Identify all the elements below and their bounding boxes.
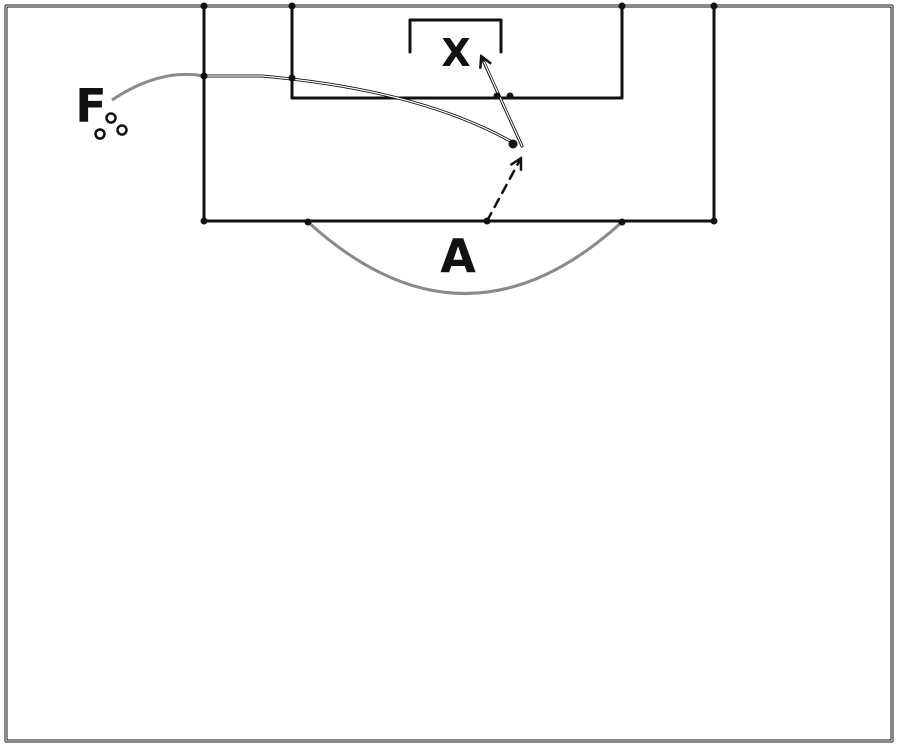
- junction-dot: [288, 2, 296, 10]
- junction-dot: [288, 74, 296, 82]
- junction-dot: [493, 92, 501, 100]
- penalty-arc: [306, 220, 624, 295]
- junction-dot: [483, 217, 491, 225]
- label-x: X: [441, 31, 470, 75]
- junction-dot: [618, 2, 626, 10]
- junction-dot: [200, 217, 208, 225]
- junction-dot: [618, 218, 626, 226]
- label-f: F: [75, 79, 106, 133]
- pitch-outline: [4, 4, 894, 743]
- run-from-a: [485, 160, 520, 223]
- goal-area: [290, 4, 624, 100]
- junction-dot: [710, 217, 718, 225]
- meeting-point: [508, 139, 518, 149]
- junction-dot: [710, 2, 718, 10]
- junction-dot: [506, 92, 514, 100]
- ball-group-icon: [94, 112, 128, 140]
- junction-dot: [200, 2, 208, 10]
- junction-dot: [200, 72, 208, 80]
- delivery-path: [202, 74, 514, 144]
- goal: [408, 18, 503, 54]
- penalty-area: [202, 4, 716, 223]
- junction-dot: [304, 218, 312, 226]
- label-a: A: [440, 229, 476, 283]
- delivery-curve: [111, 72, 205, 102]
